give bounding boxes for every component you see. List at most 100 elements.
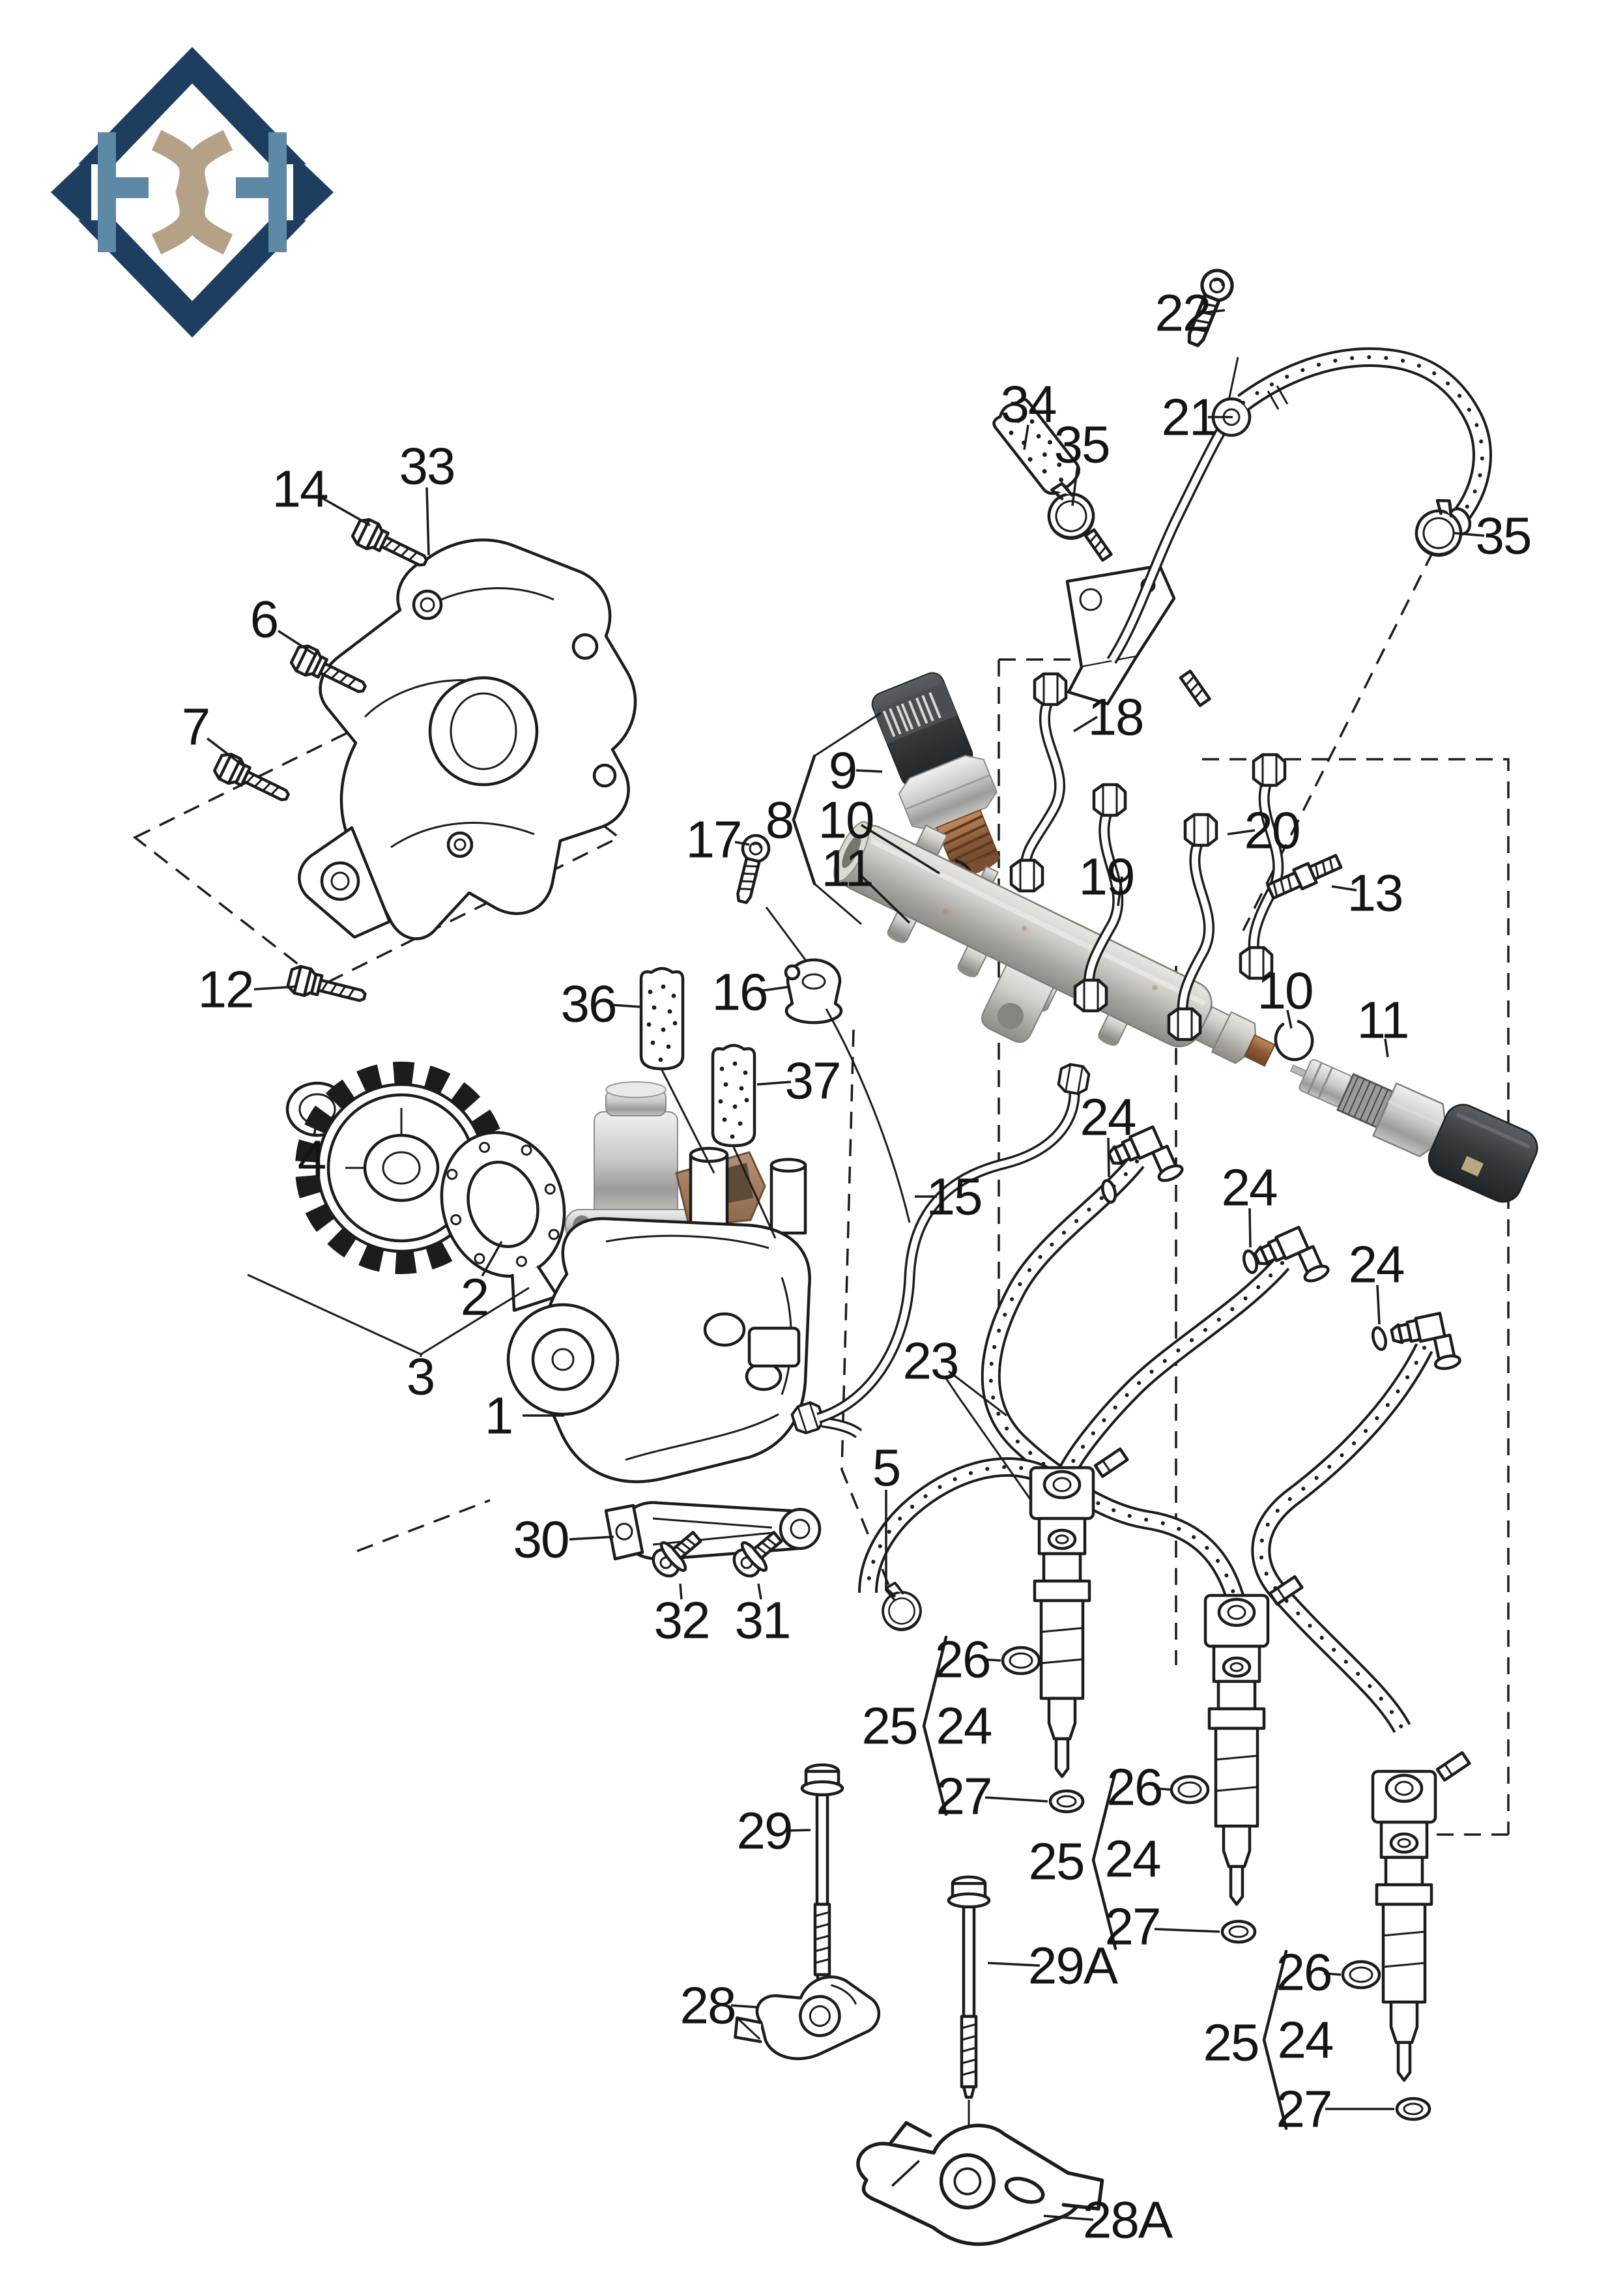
callout-3: 3 — [407, 1348, 435, 1406]
callout-29A: 29A — [1028, 1937, 1119, 1995]
return-elbow-connector-3 — [1390, 1311, 1461, 1378]
bracket-line-3 — [247, 1273, 530, 1357]
leader-32 — [679, 1583, 683, 1600]
hxh-parts-logo — [51, 47, 334, 338]
injector-heat-seals-27 — [1048, 1789, 1431, 2121]
callout-25: 25 — [1203, 2014, 1259, 2072]
callout-24: 24 — [1278, 2011, 1333, 2069]
callout-26: 26 — [1107, 1758, 1162, 1816]
engine-block-outline-dashed — [132, 690, 622, 986]
leader-11 — [860, 875, 911, 924]
logo-left-arrow-icon — [51, 154, 91, 231]
leader-16 — [762, 985, 790, 992]
callout-24: 24 — [936, 1697, 992, 1755]
logo-letter-h-right — [236, 132, 287, 252]
injector-clamp-28A — [856, 2121, 1104, 2246]
callout-5: 5 — [872, 1439, 900, 1497]
leader-17 — [734, 841, 750, 846]
leader-20 — [1227, 829, 1256, 836]
leader-10 — [861, 824, 940, 875]
screw17-guide — [765, 907, 809, 964]
high-pressure-pipe-15 — [816, 1063, 1090, 1424]
callout-leader-lines — [206, 309, 1485, 2221]
screw22-guide — [1228, 356, 1239, 401]
bolt-12 — [287, 965, 368, 1010]
callout-11: 11 — [821, 839, 872, 897]
injector-3 — [1373, 1752, 1469, 2080]
callout-9: 9 — [829, 742, 857, 800]
leader-10 — [1286, 1010, 1293, 1029]
callout-25: 25 — [1029, 1833, 1084, 1891]
injector-orings-26 — [1001, 1646, 1381, 1990]
pressure-regulator-valve-photo — [1289, 1059, 1538, 1203]
stud-13 — [1266, 854, 1343, 900]
callout-37: 37 — [785, 1052, 840, 1110]
group-braces-25 — [922, 1635, 1288, 2130]
callout-21: 21 — [1162, 388, 1217, 446]
leader-27 — [984, 1796, 1048, 1803]
injector-1 — [1031, 1449, 1127, 1777]
callout-27: 27 — [936, 1767, 992, 1825]
callout-11: 11 — [1357, 991, 1408, 1049]
leader-34 — [1023, 424, 1029, 450]
callout-24: 24 — [1080, 1088, 1136, 1146]
leader-29A — [987, 1962, 1041, 1967]
callout-20: 20 — [1244, 802, 1300, 860]
callout-23: 23 — [903, 1332, 958, 1390]
high-pressure-pump — [506, 1146, 863, 1483]
logo-top-chevron — [78, 47, 306, 164]
bracket-line-23 — [943, 1370, 1045, 1519]
callout-35: 35 — [1476, 507, 1531, 565]
callout-28: 28 — [680, 1977, 736, 2035]
callout-26: 26 — [935, 1631, 990, 1689]
callout-6: 6 — [250, 590, 278, 648]
brace8-links — [814, 712, 882, 925]
regulator-seal-ring — [1274, 1020, 1314, 1062]
leader-5 — [885, 1490, 897, 1602]
logo-letter-h-left — [98, 132, 149, 252]
callout-27: 27 — [1276, 2080, 1332, 2138]
injector-clamp-28 — [734, 1975, 881, 2061]
leader-27 — [1154, 1928, 1220, 1933]
bolt-7 — [212, 751, 293, 809]
callout-10: 10 — [818, 791, 874, 849]
callout-35: 35 — [1054, 416, 1110, 474]
leader-26 — [982, 1658, 1001, 1662]
callout-34: 34 — [1001, 375, 1056, 433]
leader-35 — [1454, 532, 1485, 537]
leader-29 — [785, 1829, 811, 1832]
leader-28 — [730, 2004, 759, 2009]
clamp-bolt-29 — [802, 1765, 842, 1985]
callout-24: 24 — [1222, 1159, 1277, 1217]
callout-29: 29 — [737, 1802, 792, 1860]
callout-28A: 28A — [1083, 2191, 1173, 2249]
leader-7 — [206, 737, 244, 766]
callout-24: 24 — [1349, 1236, 1404, 1294]
callout-8: 8 — [766, 791, 794, 849]
callout-2: 2 — [461, 1268, 489, 1326]
logo-bottom-chevron — [78, 220, 306, 338]
callout-22: 22 — [1155, 284, 1211, 342]
leader-24 — [1376, 1285, 1381, 1325]
callout-32: 32 — [654, 1591, 710, 1649]
clamp-bolt-29A — [949, 1877, 989, 2097]
logo-right-arrow-icon — [293, 154, 334, 231]
leader-35 — [1071, 465, 1079, 506]
leader-2 — [481, 1241, 503, 1277]
injector-2 — [1205, 1577, 1302, 1904]
logo-letter-x — [151, 130, 233, 255]
fuel-pressure-sensor-photo — [871, 672, 1000, 877]
callout-15: 15 — [926, 1168, 982, 1226]
fuel-rail-photo — [833, 821, 1276, 1067]
leader-14 — [321, 497, 371, 527]
leader-31 — [757, 1583, 762, 1600]
leader-4 — [313, 1115, 319, 1137]
return-pipe-21-assembly — [1065, 347, 1492, 707]
leader-6 — [278, 630, 317, 657]
callout-30: 30 — [513, 1511, 569, 1569]
sleeve-guide-lines — [661, 1069, 777, 1239]
callout-1: 1 — [485, 1387, 513, 1445]
brace-8 — [792, 754, 816, 886]
